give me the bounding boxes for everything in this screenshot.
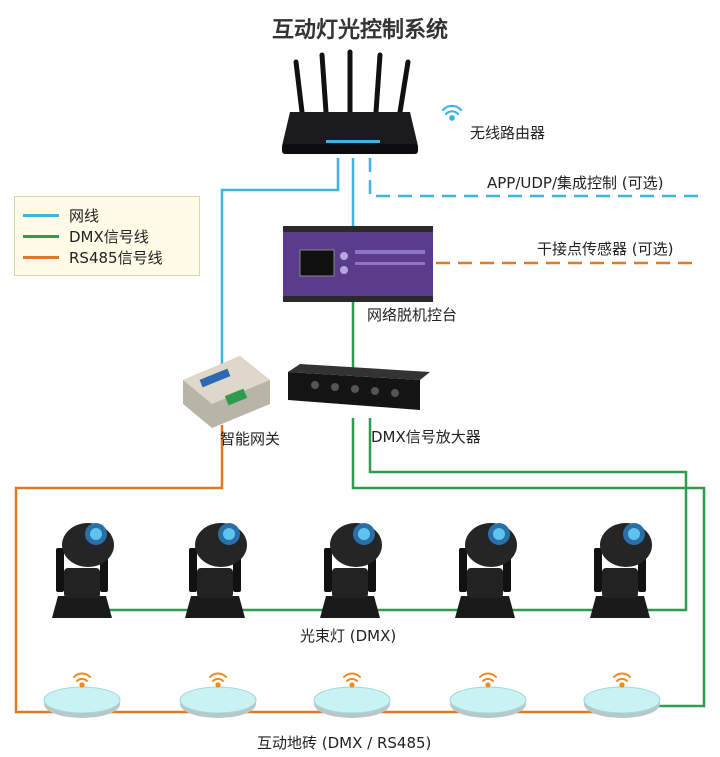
wifi-icon	[613, 672, 631, 688]
legend-label-dmx: DMX信号线	[69, 228, 149, 246]
legend-swatch-dmx	[23, 235, 59, 238]
floor-tile	[43, 672, 121, 718]
beam-light	[185, 523, 247, 618]
network-line-app-udp	[368, 158, 700, 198]
router-device	[282, 49, 418, 154]
wifi-icon-router	[441, 104, 463, 121]
legend-swatch-network	[23, 214, 59, 217]
gateway-device	[183, 356, 270, 428]
legend-label-rs485: RS485信号线	[69, 249, 163, 267]
floor-tile	[583, 672, 661, 718]
floor-tile	[313, 672, 391, 718]
dmx-line-amplifier-tiles	[351, 418, 706, 708]
dry-contact-label: 干接点传感器 (可选)	[537, 240, 674, 258]
beam-light	[320, 523, 382, 618]
controller-device	[283, 226, 433, 302]
beam-light	[590, 523, 652, 618]
legend-item-network: 网线	[23, 205, 99, 226]
floor-tile	[179, 672, 257, 718]
legend-swatch-rs485	[23, 256, 59, 259]
amplifier-device	[288, 364, 430, 410]
floor-tiles-label: 互动地砖 (DMX / RS485)	[257, 734, 432, 752]
beam-light	[52, 523, 114, 618]
controller-label: 网络脱机控台	[367, 306, 458, 324]
wifi-icon	[343, 672, 361, 688]
beam-lights-label: 光束灯 (DMX)	[300, 627, 397, 645]
diagram-title: 互动灯光控制系统	[271, 18, 448, 43]
legend-item-rs485: RS485信号线	[23, 247, 163, 268]
wifi-icon	[209, 672, 227, 688]
wifi-icon	[73, 672, 91, 688]
app-udp-label: APP/UDP/集成控制 (可选)	[487, 174, 664, 192]
network-line-router-gateway	[220, 158, 340, 365]
amplifier-label: DMX信号放大器	[371, 428, 481, 446]
gateway-label: 智能网关	[220, 430, 281, 448]
beam-light	[455, 523, 517, 618]
router-label: 无线路由器	[470, 124, 546, 142]
legend-item-dmx: DMX信号线	[23, 226, 149, 247]
wifi-icon	[479, 672, 497, 688]
legend-label-network: 网线	[69, 207, 100, 225]
floor-tile	[449, 672, 527, 718]
legend: 网线 DMX信号线 RS485信号线	[14, 196, 200, 276]
